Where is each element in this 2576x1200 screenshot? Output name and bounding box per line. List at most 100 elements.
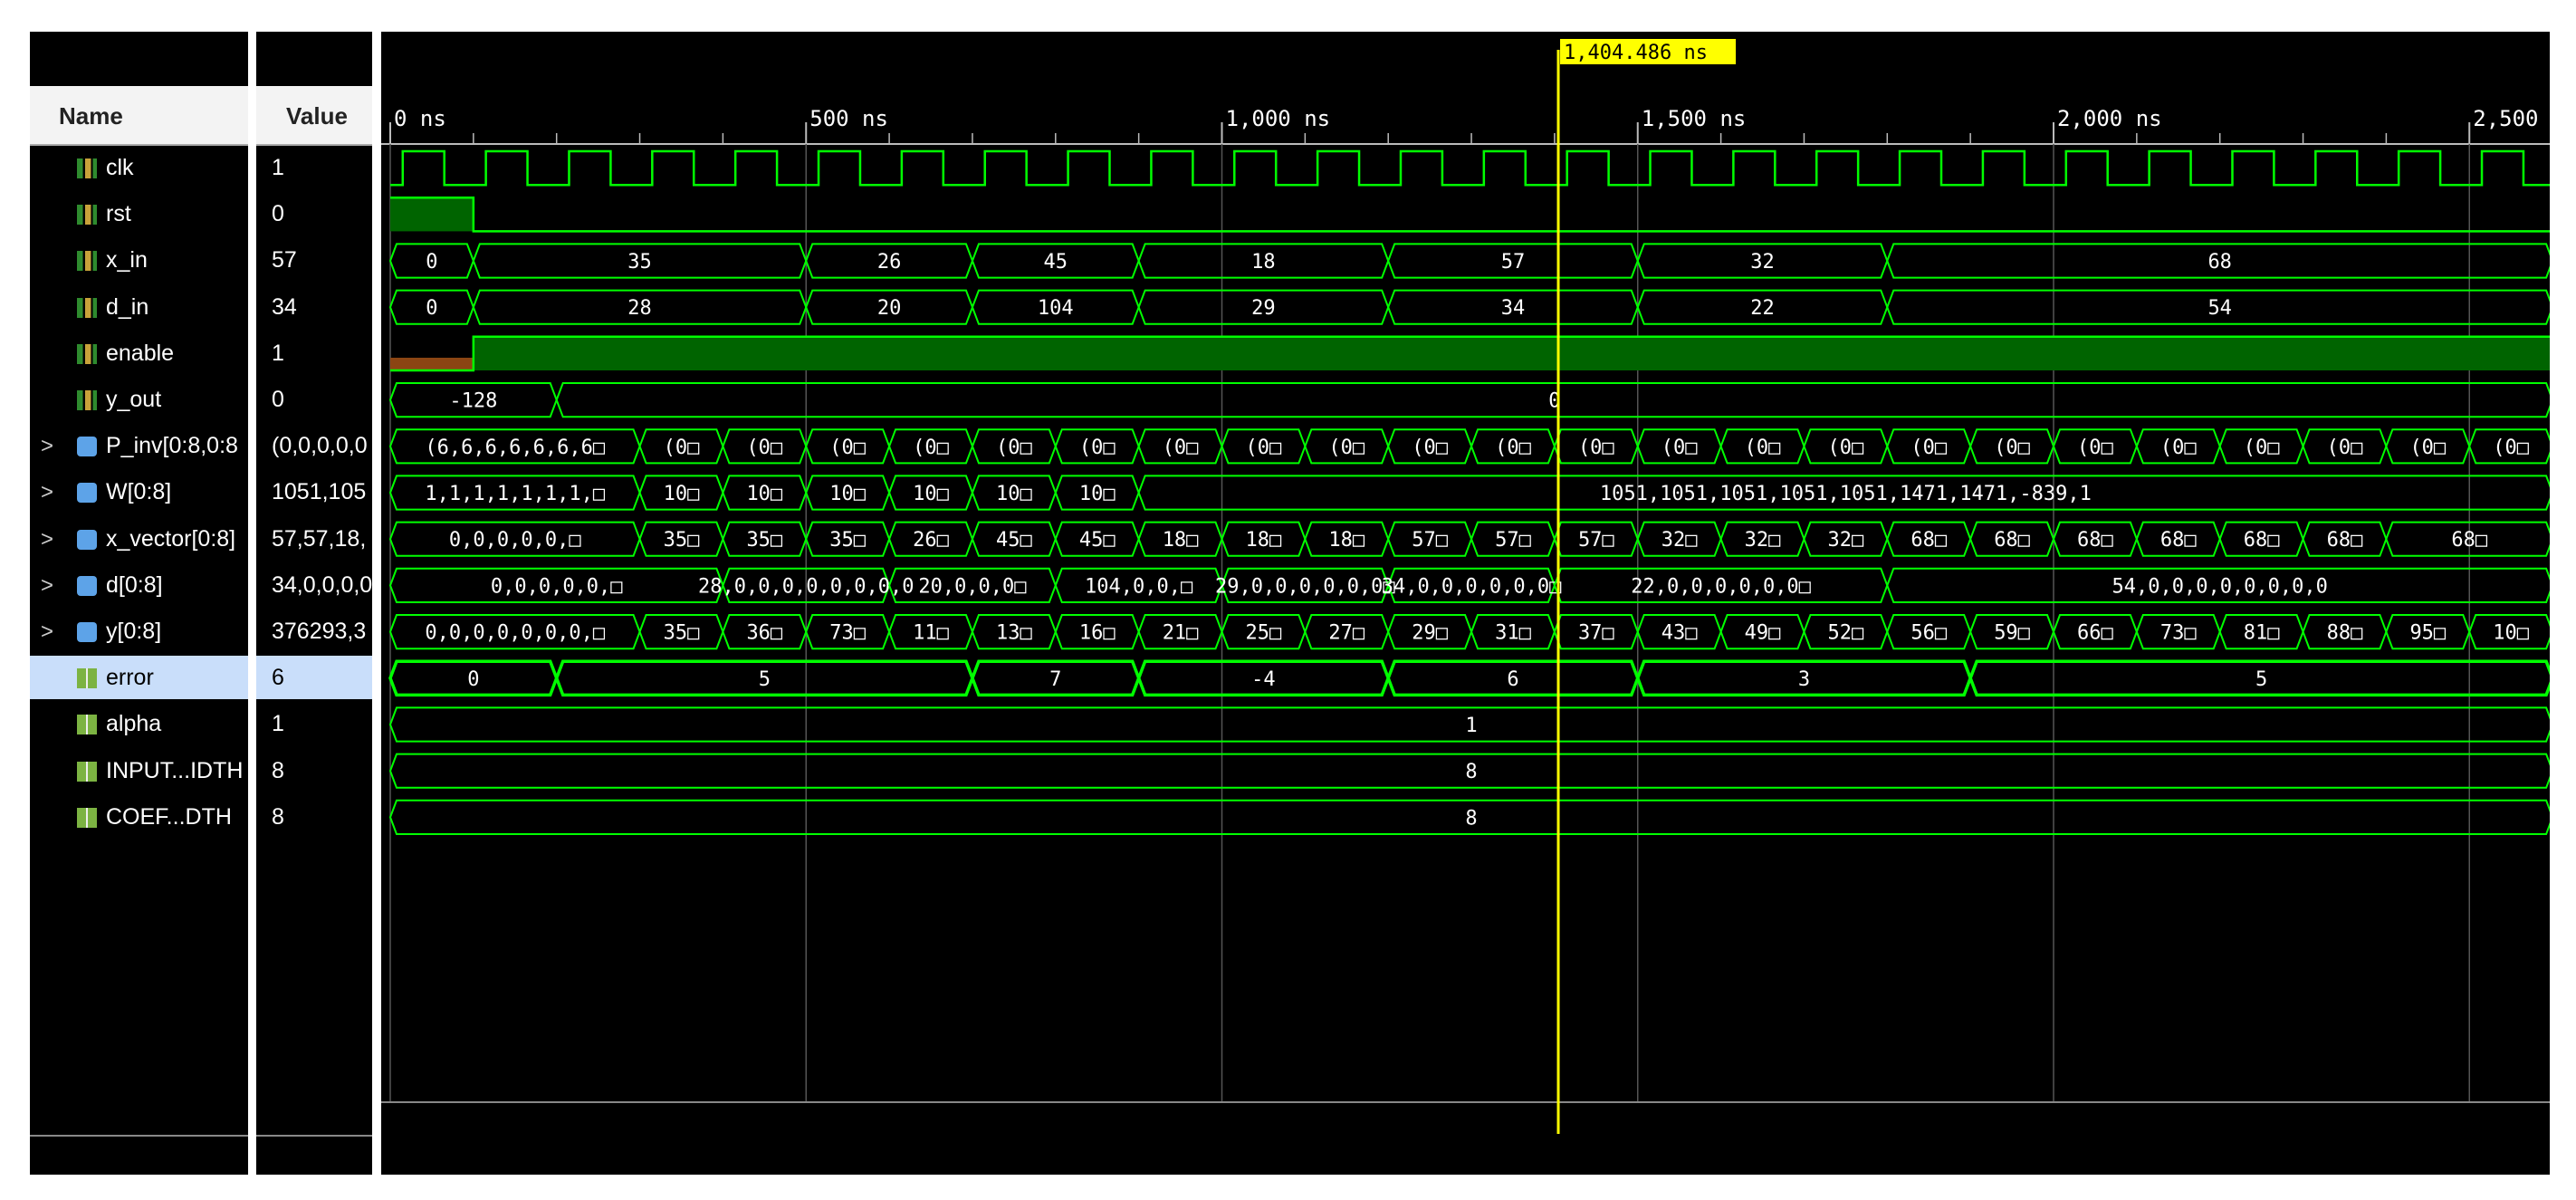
signal-name-label: P_inv[0:8,0:8	[106, 433, 238, 459]
signal-name-label: d_in	[106, 293, 149, 320]
bus-value-label: 45□	[1079, 529, 1116, 552]
expand-chevron-icon[interactable]: >	[41, 480, 54, 505]
signal-value-row-x-vector-0-8[interactable]: 57,57,18,	[256, 516, 372, 562]
bus-value-label: 1,1,1,1,1,1,1,□	[425, 483, 605, 505]
bus-value-label: 13□	[996, 622, 1032, 645]
signal-name-row-d-0-8[interactable]: >d[0:8]	[30, 562, 248, 609]
bus-value-label: 18□	[1246, 529, 1282, 552]
bus-value-label: -4	[1251, 668, 1276, 691]
signal-name-label: rst	[106, 201, 131, 227]
signal-value-row-clk[interactable]: 1	[256, 145, 372, 191]
bus-value-label: 0	[467, 668, 479, 691]
bus-value-label: 10□	[1079, 483, 1116, 505]
signal-value-row-y-out[interactable]: 0	[256, 377, 372, 423]
signal-value-row-d-in[interactable]: 34	[256, 284, 372, 331]
bus-value-label: 56□	[1910, 622, 1947, 645]
signal-name-row-w-0-8[interactable]: >W[0:8]	[30, 469, 248, 515]
name-panel-divider	[30, 1135, 248, 1137]
bus-segment	[2468, 614, 2550, 650]
bus-value-label: 95□	[2409, 622, 2446, 645]
expand-chevron-icon[interactable]: >	[41, 434, 54, 459]
bit-icon	[77, 343, 97, 364]
ruler-label: 1,000 ns	[1226, 106, 1331, 131]
bus-value-label: 68	[2207, 251, 2232, 274]
bus-value-label: 29	[1251, 297, 1276, 320]
bus-value-label: 28,0,0,0,0,0,0,0,0	[698, 575, 914, 598]
signal-name-row-rst[interactable]: rst	[30, 191, 248, 237]
ruler-label: 500 ns	[809, 106, 888, 131]
bus-value-label: (0□	[1578, 437, 1614, 459]
signal-name-row-coef-dth[interactable]: COEF...DTH	[30, 794, 248, 840]
signal-name-row-clk[interactable]: clk	[30, 145, 248, 191]
bus-value-label: 37□	[1578, 622, 1614, 645]
signal-value-text: 57,57,18,	[272, 525, 367, 552]
signal-value-row-w-0-8[interactable]: 1051,105	[256, 469, 372, 515]
signal-value-text: 1	[272, 155, 284, 180]
bus-value-label: 32	[1750, 251, 1775, 274]
bus-value-label: 57□	[1412, 529, 1448, 552]
bus-value-label: 68□	[2244, 529, 2280, 552]
bus-segment	[388, 753, 2550, 789]
signal-name-row-enable[interactable]: enable	[30, 331, 248, 377]
selected-row-highlight	[256, 656, 372, 700]
bus-value-label: (0□	[1994, 437, 2030, 459]
rst-waveform	[390, 196, 2550, 233]
bus-value-label: 22,0,0,0,0,0,0□	[1631, 575, 1811, 598]
const-icon	[77, 668, 97, 689]
bus-value-label: 35□	[664, 529, 700, 552]
signal-value-row-input-idth[interactable]: 8	[256, 748, 372, 794]
bus-segment	[555, 382, 2550, 418]
signal-value-text: 0	[272, 201, 284, 227]
signal-value-row-error[interactable]: 6	[256, 655, 372, 701]
signal-name-row-error[interactable]: error	[30, 655, 248, 701]
value-column-header[interactable]: Value	[256, 86, 372, 146]
signal-value-row-rst[interactable]: 0	[256, 191, 372, 237]
bus-value-label: 32□	[1828, 529, 1864, 552]
signal-name-row-x-vector-0-8[interactable]: >x_vector[0:8]	[30, 516, 248, 562]
signal-name-row-alpha[interactable]: alpha	[30, 701, 248, 747]
const-icon	[77, 761, 97, 782]
bus-value-label: 57□	[1578, 529, 1614, 552]
signal-name-row-p-inv-0-8-0-8[interactable]: > P_inv[0:8,0:8	[30, 423, 248, 469]
enable-waveform	[390, 335, 2550, 372]
signal-name-row-y-0-8[interactable]: >y[0:8]	[30, 609, 248, 655]
expand-chevron-icon[interactable]: >	[41, 619, 54, 644]
signal-name-row-input-idth[interactable]: INPUT...IDTH	[30, 748, 248, 794]
bus-segment	[388, 706, 2550, 743]
bus-value-label: (0□	[1828, 437, 1864, 459]
signal-name-row-x-in[interactable]: x_in	[30, 237, 248, 283]
signal-name-label: INPUT...IDTH	[106, 757, 244, 783]
bus-value-label: 18□	[1163, 529, 1199, 552]
bus-value-label: 35□	[746, 529, 782, 552]
bus-value-label: (0□	[1328, 437, 1365, 459]
bus-value-label: 26□	[913, 529, 949, 552]
signal-value-row-enable[interactable]: 1	[256, 331, 372, 377]
signal-value-row-alpha[interactable]: 1	[256, 701, 372, 747]
signal-value-row-d-0-8[interactable]: 34,0,0,0,0	[256, 562, 372, 609]
name-column-header[interactable]: Name	[30, 86, 248, 146]
signal-value-row-x-in[interactable]: 57	[256, 237, 372, 283]
bus-value-label: (0□	[1910, 437, 1947, 459]
expand-chevron-icon[interactable]: >	[41, 572, 54, 598]
signal-name-row-d-in[interactable]: d_in	[30, 284, 248, 331]
bus-value-label: 43□	[1661, 622, 1698, 645]
bus-value-label: 49□	[1745, 622, 1781, 645]
bus-value-label: (0□	[2327, 437, 2363, 459]
bus-value-label: 35□	[664, 622, 700, 645]
signal-name-row-y-out[interactable]: y_out	[30, 377, 248, 423]
signal-value-row-p-inv-0-8-0-8[interactable]: (0,0,0,0,0	[256, 423, 372, 469]
bus-icon	[77, 622, 97, 642]
signal-value-row-coef-dth[interactable]: 8	[256, 794, 372, 840]
bus-value-label: 26	[877, 251, 902, 274]
bit-icon	[77, 158, 97, 178]
bus-value-label: 36□	[746, 622, 782, 645]
signal-name-label: COEF...DTH	[106, 803, 232, 830]
bus-value-label: (0□	[1661, 437, 1698, 459]
bus-value-label: 54	[2207, 297, 2232, 320]
selected-row-highlight	[30, 656, 248, 700]
bit-icon	[77, 251, 97, 272]
signal-value-row-y-0-8[interactable]: 376293,3	[256, 609, 372, 655]
expand-chevron-icon[interactable]: >	[41, 526, 54, 552]
